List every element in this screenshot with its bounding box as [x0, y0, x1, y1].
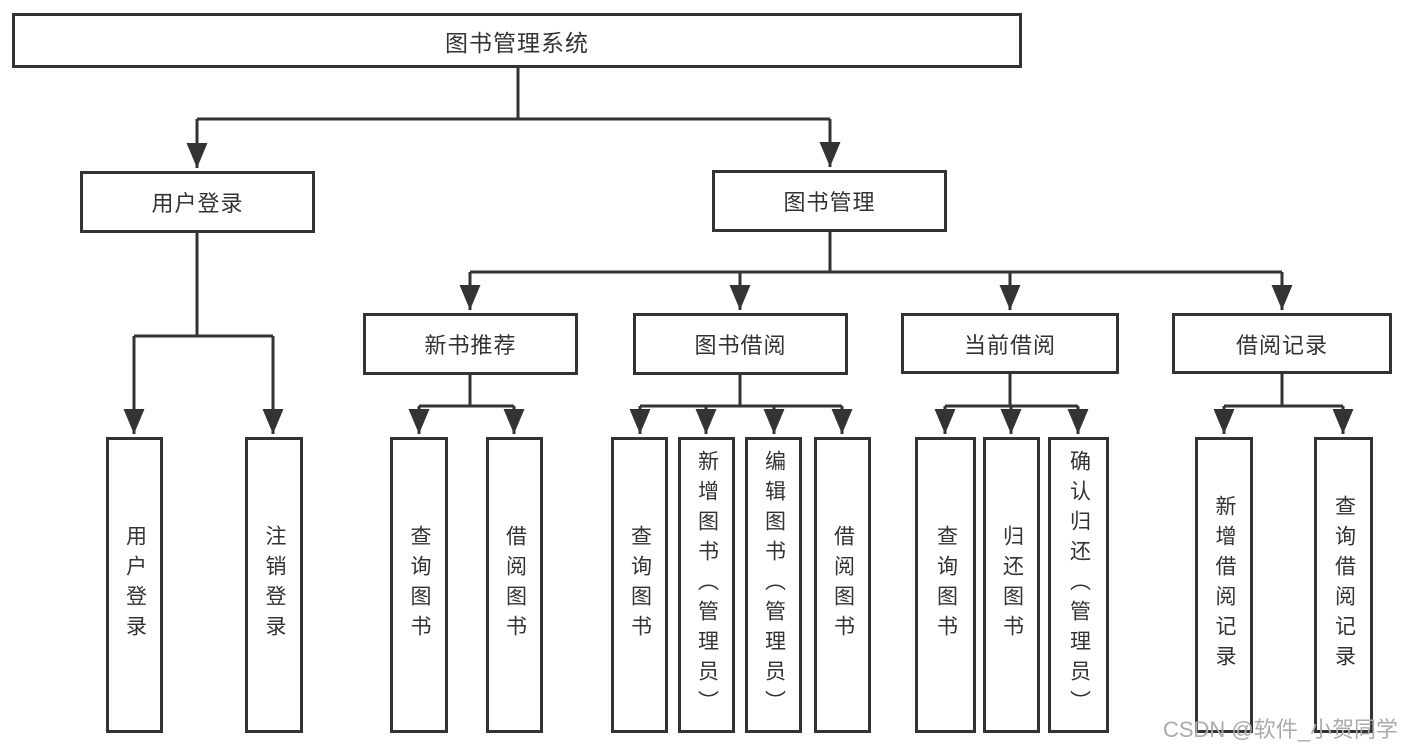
leaf-bb-edit-books-admin: 编辑图书（管理员）: [745, 437, 802, 733]
leaf-cb-return-books: 归还图书: [983, 437, 1040, 733]
leaf-nbr-borrow-books-label: 借阅图书: [503, 525, 527, 645]
leaf-bb-query-books-label: 查询图书: [628, 525, 652, 645]
leaf-br-add-record-label: 新增借阅记录: [1213, 495, 1237, 675]
node-current-borrowing-label: 当前借阅: [963, 332, 1056, 358]
leaf-cb-confirm-return-admin: 确认归还（管理员）: [1048, 437, 1109, 733]
leaf-logout: 注销登录: [245, 437, 303, 733]
leaf-br-add-record: 新增借阅记录: [1195, 437, 1253, 733]
watermark: CSDN @软件_小贺同学: [1162, 717, 1398, 742]
leaf-cb-query-books-label: 查询图书: [934, 525, 958, 645]
leaf-user-login-label: 用户登录: [123, 525, 147, 645]
leaf-nbr-query-books-label: 查询图书: [408, 525, 432, 645]
node-borrowing-records: 借阅记录: [1172, 313, 1392, 374]
node-new-book-recommend-label: 新书推荐: [424, 333, 517, 358]
leaf-bb-edit-books-admin-label: 编辑图书（管理员）: [762, 450, 786, 720]
node-user-login: 用户登录: [80, 171, 315, 233]
node-book-management: 图书管理: [712, 170, 947, 232]
leaf-logout-label: 注销登录: [263, 525, 287, 645]
node-root: 图书管理系统: [12, 13, 1022, 68]
node-root-label: 图书管理系统: [445, 29, 589, 56]
leaf-bb-borrow-books-label: 借阅图书: [831, 525, 855, 645]
leaf-br-query-record: 查询借阅记录: [1314, 437, 1373, 733]
node-book-management-label: 图书管理: [783, 190, 876, 215]
node-user-login-label: 用户登录: [151, 191, 244, 216]
leaf-bb-add-books-admin: 新增图书（管理员）: [678, 437, 735, 733]
leaf-bb-borrow-books: 借阅图书: [814, 437, 871, 733]
node-borrowing-records-label: 借阅记录: [1235, 332, 1328, 358]
leaf-bb-add-books-admin-label: 新增图书（管理员）: [695, 450, 719, 720]
leaf-bb-query-books: 查询图书: [611, 437, 668, 733]
node-current-borrowing: 当前借阅: [901, 313, 1119, 374]
leaf-nbr-query-books: 查询图书: [390, 437, 448, 733]
node-new-book-recommend: 新书推荐: [363, 313, 578, 375]
node-book-borrowing-label: 图书借阅: [694, 333, 787, 358]
leaf-cb-return-books-label: 归还图书: [1000, 525, 1024, 645]
leaf-nbr-borrow-books: 借阅图书: [486, 437, 543, 733]
node-book-borrowing: 图书借阅: [633, 313, 848, 375]
leaf-cb-confirm-return-admin-label: 确认归还（管理员）: [1067, 450, 1091, 720]
leaf-cb-query-books: 查询图书: [915, 437, 976, 733]
leaf-br-query-record-label: 查询借阅记录: [1332, 495, 1356, 675]
leaf-user-login: 用户登录: [106, 437, 163, 733]
